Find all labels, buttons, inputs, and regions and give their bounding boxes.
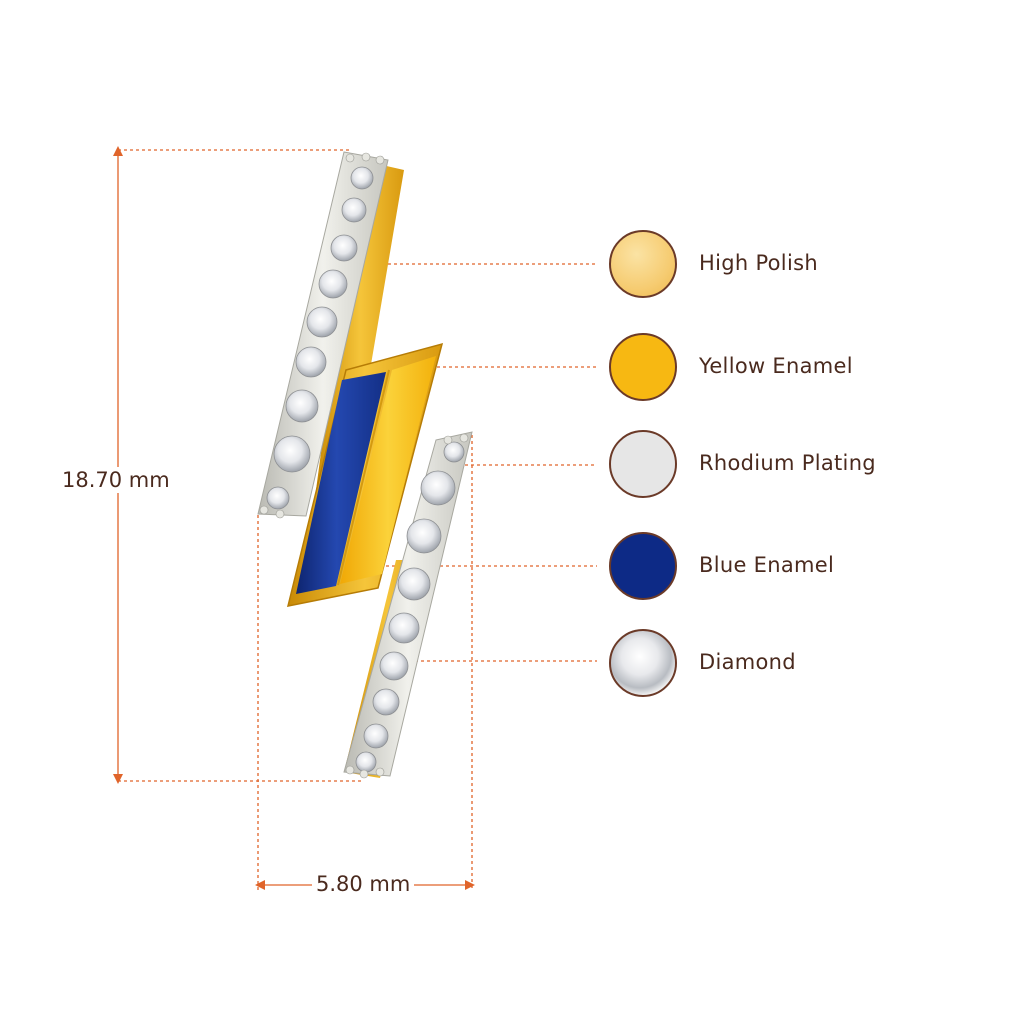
rhodium-plating-swatch-icon [609,430,677,498]
legend-item: High Polish [609,230,989,302]
earring-piece [257,151,473,779]
lower-rhodium-bar [343,431,473,777]
upper-diamonds [266,166,374,510]
prongs [259,152,469,779]
high-polish-swatch-icon [609,230,677,298]
arrow-left [255,880,265,890]
arrow-up [113,146,123,156]
yellow-enamel-swatch-icon [609,333,677,401]
lower-diamonds [355,441,465,773]
legend-label: Rhodium Plating [699,451,876,475]
dimension-arrowheads [113,146,475,890]
diamond-swatch-icon [609,629,677,697]
blue-enamel-swatch-icon [609,532,677,600]
yellow-enamel-band [340,356,436,584]
arrow-down [113,774,123,784]
dimension-lines [117,149,597,890]
blue-enamel-band [296,372,386,594]
arrow-right [465,880,475,890]
width-dimension-label: 5.80 mm [312,871,415,897]
legend-label: Yellow Enamel [699,354,853,378]
legend-label: High Polish [699,251,818,275]
height-dimension-label: 18.70 mm [60,467,172,493]
legend-item: Blue Enamel [609,532,989,604]
legend-label: Diamond [699,650,796,674]
legend-item: Yellow Enamel [609,333,989,405]
legend-item: Rhodium Plating [609,430,989,502]
legend-label: Blue Enamel [699,553,835,577]
enamel-divider [337,369,390,586]
legend-item: Diamond [609,629,989,701]
